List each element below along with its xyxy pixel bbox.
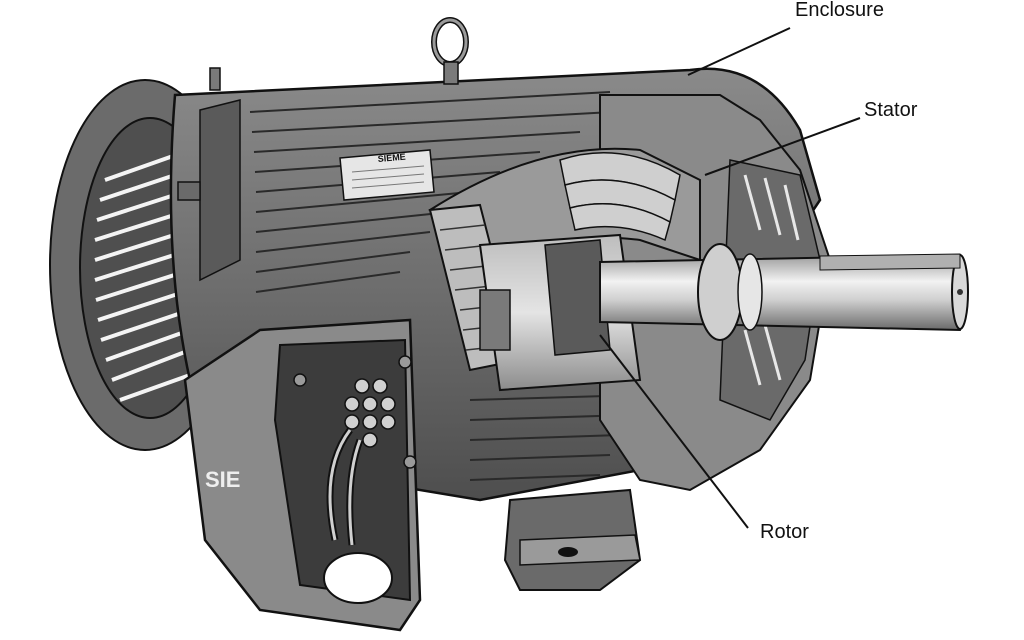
terminal-box: SIE (183, 318, 422, 632)
rotor-label: Rotor (760, 521, 809, 543)
stator-windings (559, 152, 681, 242)
callout-lines (599, 27, 861, 529)
grease-fitting (209, 67, 221, 91)
bearing (697, 243, 743, 341)
rotor-leader-line (599, 334, 749, 529)
enclosure-leader-line (687, 27, 791, 76)
terminal-posts (344, 378, 396, 448)
stator-leader-line (704, 117, 861, 176)
conduit-opening (323, 552, 393, 604)
nameplate: SIEME (339, 149, 435, 201)
lifting-eye (431, 17, 469, 85)
mounting-foot (503, 488, 642, 591)
enclosure-label: Enclosure (795, 0, 884, 21)
cooling-fins (249, 91, 641, 481)
stator-label: Stator (864, 99, 918, 121)
terminal-box-brand: SIE (205, 467, 240, 492)
nameplate-brand: SIEME (377, 152, 406, 164)
shaft (599, 243, 969, 341)
